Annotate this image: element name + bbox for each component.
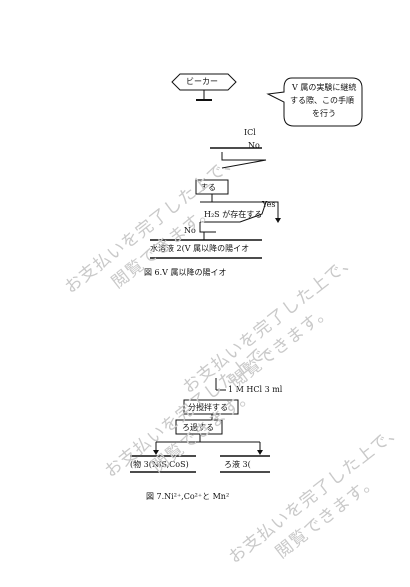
callout-line-2: する際、この手順 [290,96,354,105]
hcl-label: ICl [244,128,256,137]
decision-diamond-1 [221,152,267,169]
yes-label: Yes [262,200,276,209]
figure-7-caption: 図 7.Ni²⁺,Co²⁺と Mn² [146,492,230,501]
h2s-label: H₂S が存在する [204,210,263,219]
callout-box [266,77,363,127]
filter-label: ろ過する [182,423,214,432]
decision-diamond-2 [200,201,267,223]
step-label: する [200,183,216,192]
stir-box [183,399,239,415]
precipitate-3-label: (物 3(NiS,CoS) [130,460,189,469]
callout-line-1: V 属の実験に継続 [292,83,357,92]
filter-box [175,419,223,435]
no-label-1: No [248,141,260,150]
no-label-2: No [184,226,196,235]
filtrate-3-label: ろ液 3( [224,460,251,469]
figure-6-caption: 図 6.V 属以降の陽イオ [144,268,227,277]
beaker-hexagon [171,73,237,91]
callout-line-3: を行う [312,109,336,118]
stir-label: 分攪拌する [188,403,228,412]
filtrate-2-label: 水溶液 2(V 属以降の陽イオ [150,244,250,253]
beaker-label: ビーカー [186,77,218,86]
reagent-label: 1 M HCl 3 ml [228,385,283,394]
